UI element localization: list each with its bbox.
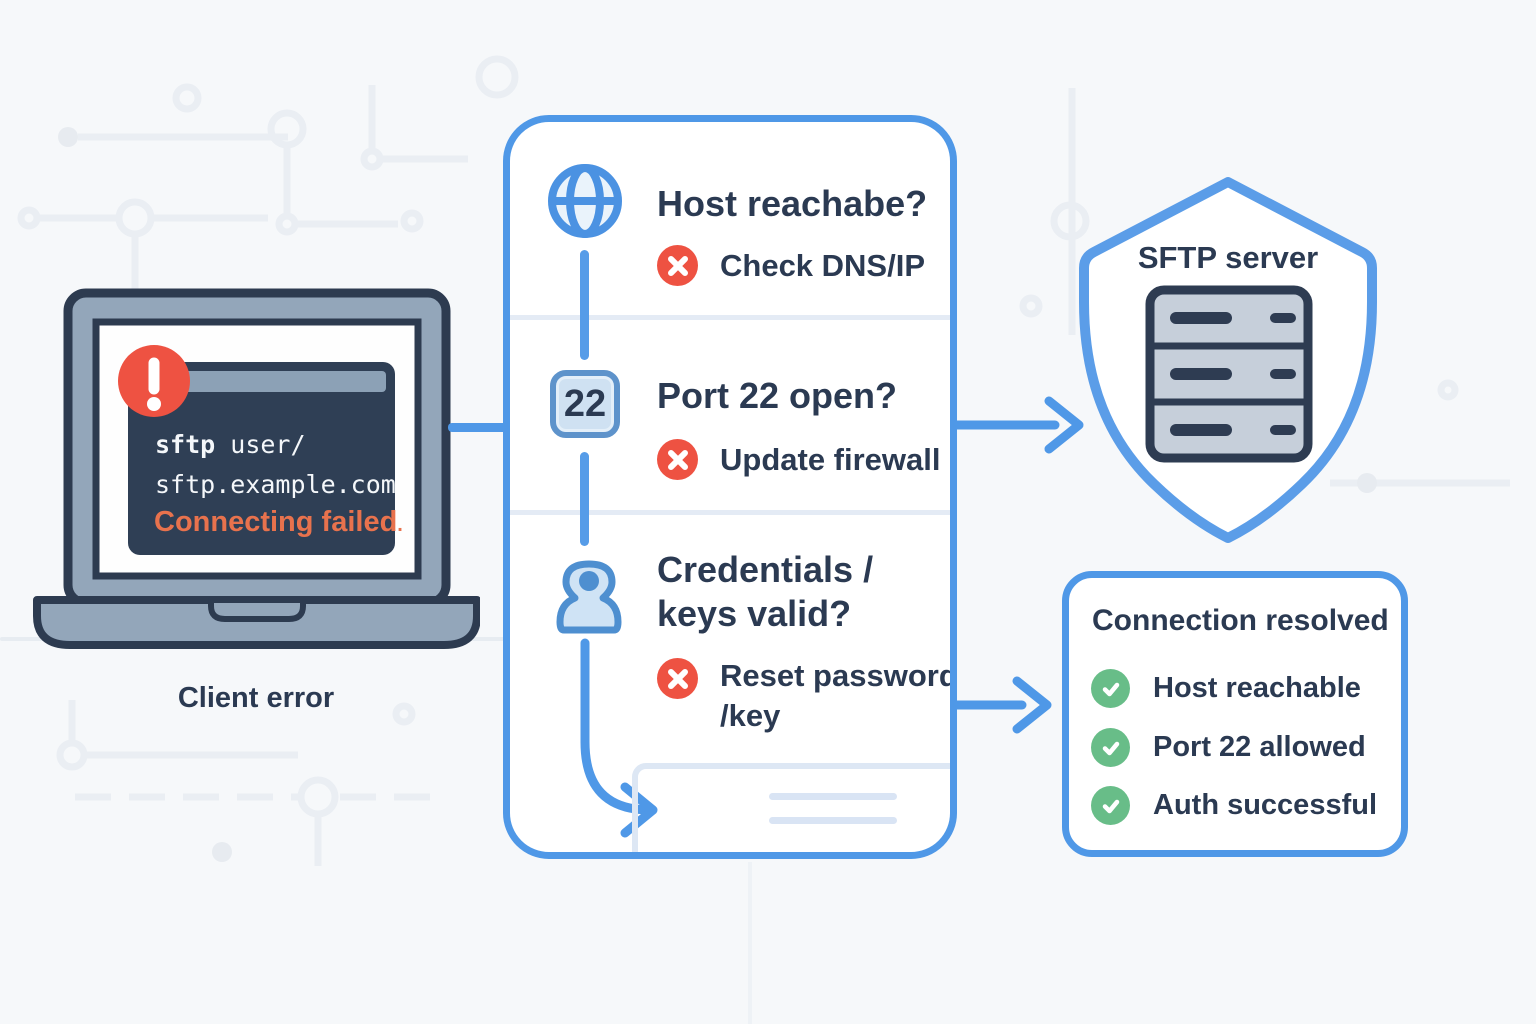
step-connector-line (580, 250, 589, 360)
question-credentials-valid: Credentials / keys valid? (657, 549, 874, 634)
question-host-reachable: Host reachabe? (657, 183, 928, 224)
check-icon (1091, 728, 1130, 767)
document-placeholder (632, 763, 950, 852)
document-text-line (769, 817, 897, 824)
troubleshooting-checklist-panel: Host reachabe? Check DNS/IP 22 Port 22 o… (503, 115, 957, 859)
terminal-command-rest: user/ (215, 430, 306, 459)
resolved-title: Connection resolved (1092, 604, 1389, 637)
fix-check-dns: Check DNS/IP (720, 248, 926, 283)
check-icon (1091, 669, 1130, 708)
section-divider (510, 510, 950, 515)
terminal-status-line: Connecting failed. (154, 506, 403, 538)
document-text-line (769, 793, 897, 800)
sftp-server-caption: SFTP server (1137, 240, 1319, 275)
check-icon (1091, 786, 1130, 825)
connection-resolved-box: Connection resolved Host reachable Port … (1062, 571, 1408, 857)
error-x-icon (657, 658, 698, 699)
flow-arrow-to-server (957, 396, 1084, 454)
status-dot: . (397, 514, 403, 536)
section-divider (510, 315, 950, 320)
laptop-illustration (33, 288, 480, 649)
globe-icon (548, 164, 622, 238)
error-x-icon (657, 439, 698, 480)
user-icon (556, 560, 622, 634)
resolved-item-host: Host reachable (1091, 669, 1361, 708)
step-connector-line (580, 452, 589, 546)
laptop-base (33, 596, 480, 649)
flow-arrow-to-resolved (957, 676, 1052, 734)
fix-update-firewall: Update firewall (720, 442, 941, 477)
connector-laptop-to-panel (448, 423, 507, 432)
shield-icon (1079, 177, 1377, 543)
resolved-item-port: Port 22 allowed (1091, 728, 1366, 767)
background-vertical-line (748, 862, 752, 1024)
fix-reset-password: Reset password /key (720, 658, 957, 733)
alert-icon (118, 345, 190, 417)
question-port-open: Port 22 open? (657, 375, 898, 416)
terminal-command-line: sftp user/ (155, 430, 306, 459)
error-x-icon (657, 245, 698, 286)
client-error-caption: Client error (177, 682, 335, 714)
resolved-item-auth: Auth successful (1091, 786, 1377, 825)
terminal-host-line: sftp.example.com (155, 470, 396, 499)
server-rack-icon (1145, 285, 1313, 463)
terminal-window-icon (128, 362, 395, 555)
terminal-command-bold: sftp (155, 430, 216, 459)
port-22-icon: 22 (550, 370, 620, 438)
